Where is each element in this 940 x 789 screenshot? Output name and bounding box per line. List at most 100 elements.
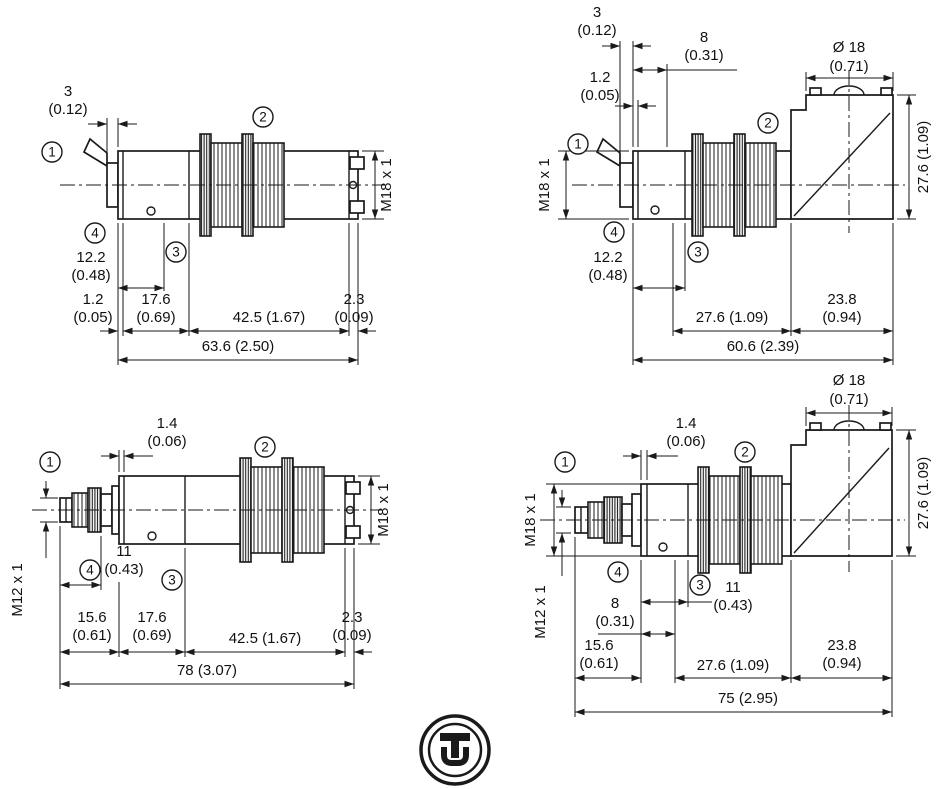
dim-label: (0.61) [72,627,111,644]
dim-label: 11 [725,579,741,596]
callout-2: 2 [757,112,779,134]
dim-label: 42.5 (1.67) [229,630,302,647]
dim-label: (0.43) [104,561,143,578]
dim-label: (0.09) [332,627,371,644]
dim-label: (0.09) [334,309,373,326]
dim-label: (0.06) [666,433,705,450]
dim-label: 23.8 [827,637,856,654]
callout-2: 2 [734,441,756,463]
callout-1: 1 [41,141,63,163]
dimension-labels: 3 (0.12) 8 (0.31) 1.2 (0.05) Ø 18 (0.71)… [536,4,932,355]
callout-number: 4 [614,565,622,580]
diameter-label: Ø 18 [833,372,866,389]
callout-4: 4 [79,559,101,581]
dim-label: (0.69) [132,627,171,644]
dim-label: 8 [700,29,708,46]
callout-number: 4 [610,225,618,240]
lens-dome [833,85,865,96]
dim-label: 15.6 [77,609,106,626]
dim-label-overall: 60.6 (2.39) [727,338,800,355]
dim-label: 3 [593,4,601,21]
sensor-body [574,420,893,574]
dim-label: (0.31) [595,613,634,630]
callout-number: 2 [261,440,269,455]
head-detail [809,87,822,96]
dim-label: (0.48) [71,267,110,284]
thread-label: M18 x 1 [522,493,539,546]
dim-label: 1.4 [157,415,178,432]
dim-label: 27.6 (1.09) [696,309,769,326]
drawing-angled-connector: 1.4 (0.06) Ø 18 (0.71) 27.6 (1.09) M18 x… [522,372,932,717]
set-screw [147,531,157,541]
logo-u-shape [441,747,469,766]
callout-number: 1 [574,137,582,152]
dim-label: 42.5 (1.67) [233,309,306,326]
logo-t-bar [440,733,470,741]
cable [595,137,621,168]
dim-label: (0.61) [579,655,618,672]
callout-4: 4 [603,221,625,243]
connector-thread-label: M12 x 1 [532,585,549,638]
dimension-lines [88,118,384,365]
thread-label: M18 x 1 [378,158,395,211]
callout-3: 3 [689,574,711,596]
lens-dome [833,420,865,431]
connector-thread-label: M12 x 1 [9,563,26,616]
dim-label: 11 [116,543,132,560]
set-screw [650,205,660,215]
cable [82,137,108,168]
callout-number: 2 [764,116,772,131]
thread-label: M18 x 1 [375,483,392,536]
dim-label: (0.48) [588,267,627,284]
dim-label: (0.12) [48,101,87,118]
callout-4: 4 [84,222,106,244]
callout-number: 3 [694,245,702,260]
dim-label: 17.6 [141,291,170,308]
dim-label-overall: 63.6 (2.50) [202,338,275,355]
dim-label: (0.12) [577,22,616,39]
head-detail [809,422,822,431]
callout-number: 2 [259,110,267,125]
dim-label: 8 [611,595,619,612]
diameter-label: (0.71) [829,58,868,75]
dimension-lines [546,407,916,717]
callout-number: 3 [696,578,704,593]
dim-label: (0.31) [684,47,723,64]
callout-number: 4 [86,563,94,578]
front-detail [345,525,361,539]
dim-label: 1.2 [590,69,611,86]
callout-number: 3 [172,245,180,260]
thread-label: M18 x 1 [536,158,553,211]
drawing-angled-cable: 3 (0.12) 8 (0.31) 1.2 (0.05) Ø 18 (0.71)… [536,4,932,365]
dim-label: 2.3 [344,291,365,308]
dim-label: (0.43) [713,597,752,614]
angled-head [790,429,893,557]
dim-label: 15.6 [584,637,613,654]
callout-3: 3 [165,241,187,263]
set-screw [146,206,156,216]
callout-4: 4 [607,561,629,583]
dim-label-height: 27.6 (1.09) [915,121,932,194]
callout-3: 3 [161,569,183,591]
dim-label: (0.94) [822,309,861,326]
drawing-straight-cable: 3 (0.12) 12.2 (0.48) 1.2 (0.05) 17.6 (0.… [41,83,395,365]
callout-number: 1 [561,455,569,470]
dimension-lines [40,450,380,689]
dim-label: 17.6 [137,609,166,626]
diameter-label: (0.71) [829,391,868,408]
dim-label-overall: 75 (2.95) [718,690,778,707]
dim-label: (0.05) [580,87,619,104]
dim-label: 12.2 [593,249,622,266]
front-detail [349,156,365,170]
dim-label: 2.3 [342,609,363,626]
head-detail [880,87,893,96]
callout-1: 1 [567,133,589,155]
diameter-label: Ø 18 [833,39,866,56]
logo-t-stem [451,741,459,758]
head-detail [879,422,892,431]
dimension-lines [558,41,916,365]
set-screw [658,542,668,552]
callout-3: 3 [687,241,709,263]
